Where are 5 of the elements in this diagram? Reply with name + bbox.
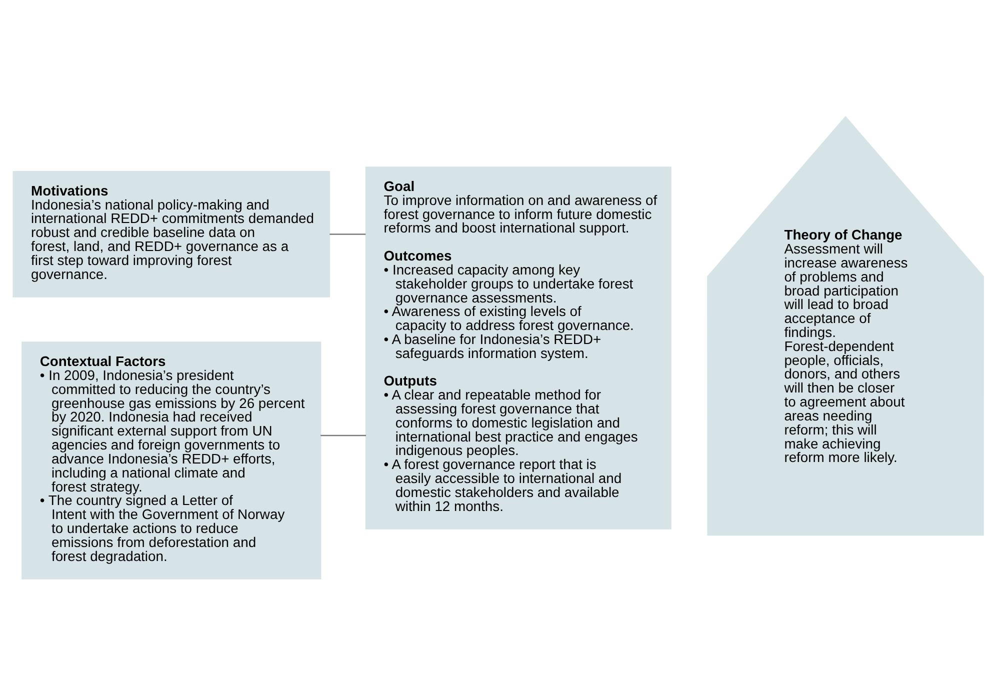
- node-box: Motivations Indonesia’s national policy-making and international REDD+ commitments demanded robust and credible baseline data on forest, land, and REDD+ governance as a first step toward improving forest governance.: [12, 171, 330, 298]
- connector: [320, 434, 366, 436]
- node-box: Contextual Factors • In 2009, Indonesia’s president committed to reducing the country’s greenhouse gas emissions by 26 percent by 2020. Indonesia had received significant external support from UN agencies and foreign governments to advance Indonesia’s REDD+ efforts, including a national climate and forest strategy. • The country signed a Letter of Intent with the Government of Norway to undertake actions to reduce emissions from deforestation and forest degradation.: [22, 342, 322, 580]
- node-box: Goal To improve information on and awareness of forest governance to inform future domestic reforms and boost international support. Outcomes • Increased capacity among key stakeholder groups to undertake forest governance assessments. • Awareness of existing levels of capacity to address forest governance. • A baseline for Indonesia’s REDD+ safeguards information system. Outputs • A clear and repeatable method for assessing forest governance that conforms to domestic legislation and international best practice and engages indigenous peoples. • A forest governance report that is easily accessible to international and domestic stakeholders and available within 12 months.: [365, 166, 672, 530]
- connector: [330, 234, 366, 235]
